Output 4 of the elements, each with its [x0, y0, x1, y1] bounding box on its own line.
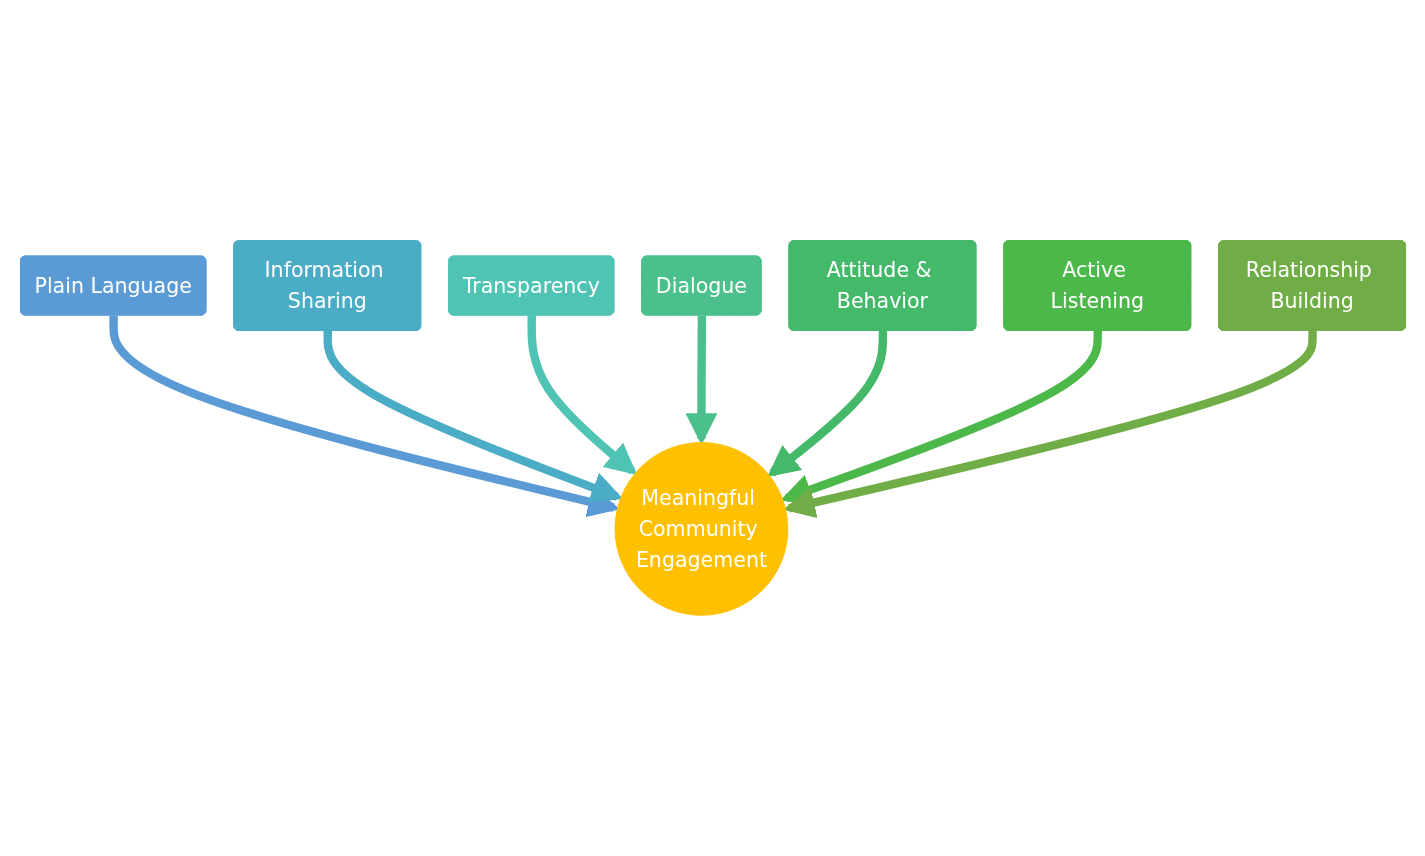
- arrow: [323, 330, 623, 503]
- arrow: [526, 315, 637, 476]
- node-circle: Meaningful Community Engagement: [614, 442, 788, 616]
- arrow: [766, 330, 887, 478]
